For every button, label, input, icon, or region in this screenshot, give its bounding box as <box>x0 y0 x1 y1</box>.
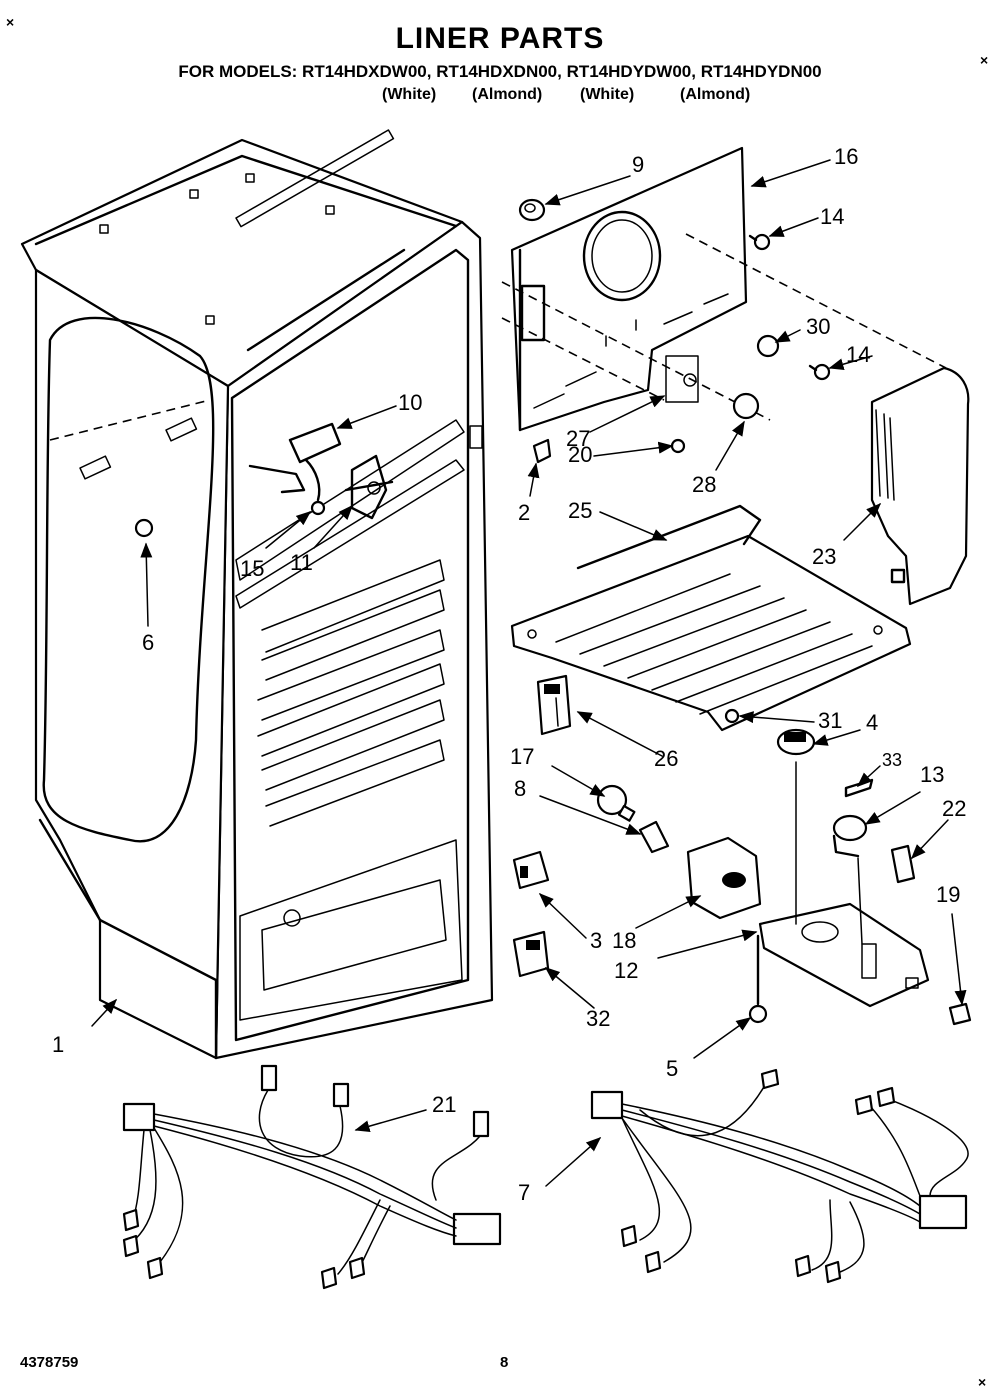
grommet-part <box>518 198 546 222</box>
variant-label: (Almond) <box>472 86 543 103</box>
callout-label: 2 <box>518 500 530 525</box>
document-number: 4378759 <box>20 1354 79 1371</box>
callout-label: 14 <box>846 342 870 367</box>
clip-part <box>532 438 552 464</box>
callout-label: 32 <box>586 1006 610 1031</box>
callout-label: 10 <box>398 390 422 415</box>
switch-part <box>512 850 550 890</box>
callout-label: 4 <box>866 710 878 735</box>
callout-label: 22 <box>942 796 966 821</box>
fastener-part <box>756 334 780 358</box>
callout-label: 9 <box>632 152 644 177</box>
callout-label: 31 <box>818 708 842 733</box>
corner-mark-top-left: × <box>6 14 15 30</box>
wiring-harness <box>590 1068 969 1284</box>
callout-label: 12 <box>614 958 638 983</box>
callout-label: 30 <box>806 314 830 339</box>
thermostat <box>832 814 868 858</box>
screw-part <box>670 438 686 454</box>
callout-label: 21 <box>432 1092 456 1117</box>
control-knob <box>776 728 816 756</box>
callout-label: 27 <box>566 426 590 451</box>
screw-part <box>724 708 740 724</box>
callout-label: 11 <box>290 550 313 575</box>
light-bulb <box>596 784 636 822</box>
variant-label: (White) <box>580 86 635 103</box>
callout-label: 7 <box>518 1180 530 1205</box>
corner-mark-bottom-right: × <box>978 1374 987 1390</box>
callout-label: 16 <box>834 144 858 169</box>
callout-label: 14 <box>820 204 844 229</box>
screw-part <box>748 934 768 1024</box>
lamp-socket <box>638 820 670 854</box>
variant-label: (White) <box>382 86 437 103</box>
callout-label: 26 <box>654 746 678 771</box>
callout-label: 13 <box>920 762 944 787</box>
control-housing <box>758 761 930 1008</box>
leader-lines <box>91 159 967 1187</box>
page-number: 8 <box>500 1354 509 1371</box>
liner-cabinet <box>20 129 494 1060</box>
callout-label: 23 <box>812 544 836 569</box>
callout-label: 6 <box>142 630 154 655</box>
air-duct <box>870 366 970 606</box>
pin-part <box>844 778 874 798</box>
connector-part <box>890 844 916 884</box>
wiring-harness <box>122 1064 502 1290</box>
callout-label: 8 <box>514 776 526 801</box>
callout-label: 3 <box>590 928 602 953</box>
callout-label: 33 <box>882 750 902 770</box>
variant-label: (Almond) <box>680 86 751 103</box>
callout-label: 19 <box>936 882 960 907</box>
page-title: LINER PARTS <box>395 22 605 55</box>
callout-label: 25 <box>568 498 592 523</box>
callout-label: 20 <box>568 442 592 467</box>
relay-box <box>536 674 572 736</box>
screw-part <box>748 233 831 381</box>
model-list: FOR MODELS: RT14HDXDW00, RT14HDXDN00, RT… <box>178 62 822 81</box>
callout-label: 1 <box>52 1032 64 1057</box>
cap-part <box>732 392 760 420</box>
evaporator-cover-panel <box>510 146 748 432</box>
callout-label: 18 <box>612 928 636 953</box>
evaporator-tray <box>510 504 912 732</box>
callout-labels: 1 2 3 4 5 6 7 8 9 10 11 12 13 14 14 15 1… <box>52 144 966 1205</box>
callout-label: 5 <box>666 1056 678 1081</box>
corner-mark-top-right: × <box>980 52 989 68</box>
connector-part <box>512 930 550 978</box>
callout-label: 17 <box>510 744 534 769</box>
clip-part <box>948 1002 972 1026</box>
light-cover <box>686 836 762 920</box>
callout-label: 28 <box>692 472 716 497</box>
callout-label: 15 <box>240 556 264 581</box>
